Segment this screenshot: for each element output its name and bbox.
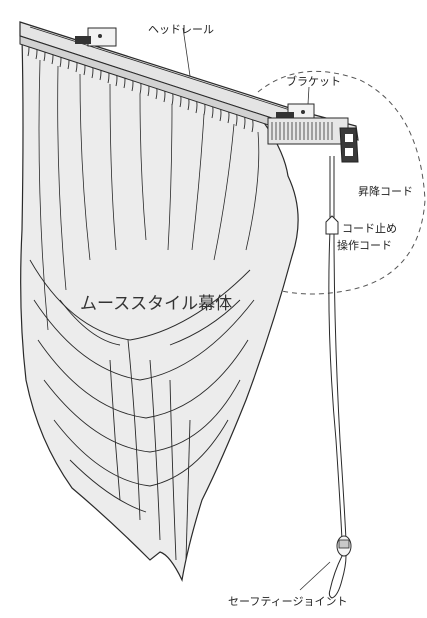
label-safety-joint: セーフティージョイント [228, 595, 348, 608]
safety-joint [328, 535, 352, 599]
cord-stopper [325, 215, 339, 235]
label-curtain-body: ムーススタイル幕体 [80, 294, 233, 314]
curtain-folds [38, 59, 260, 331]
left-bracket [75, 27, 117, 47]
label-head-rail: ヘッドレール [148, 23, 214, 36]
label-cord-stopper: コード止め [342, 222, 397, 235]
label-bracket: ブラケット [286, 75, 341, 88]
detail-circle [257, 70, 426, 295]
rail-end-cap [267, 117, 359, 163]
label-lift-cord: 昇降コード [358, 185, 413, 198]
curtain-swags [29, 259, 255, 561]
label-operation-cord: 操作コード [337, 239, 392, 252]
operation-cord [328, 156, 347, 541]
leader-lines [182, 27, 331, 591]
